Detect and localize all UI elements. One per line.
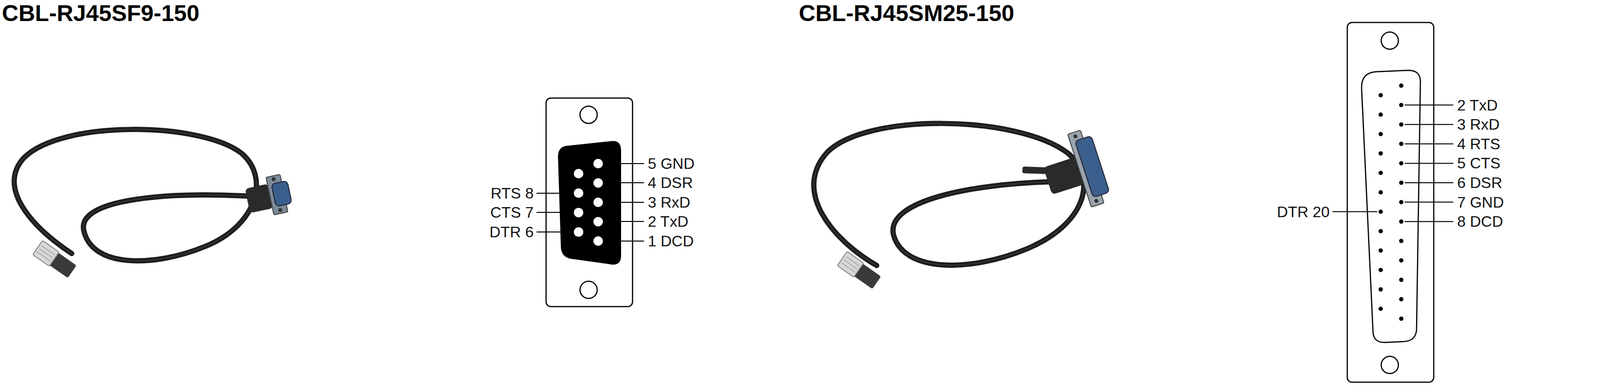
screw-hole (579, 106, 598, 124)
socket-pin (593, 236, 603, 246)
male-pin (1378, 190, 1384, 195)
leader-line (1404, 182, 1454, 183)
leader-line (1404, 220, 1454, 222)
pin-label: 4 RTS (1457, 136, 1501, 152)
rj45-plug (837, 251, 882, 290)
male-pin (1399, 199, 1404, 205)
leader-line (603, 182, 645, 183)
connector-shell (558, 140, 622, 265)
rj45-plug (32, 240, 78, 279)
leader-line (536, 231, 573, 233)
leader-line (1332, 211, 1378, 213)
male-pin (1378, 131, 1384, 137)
leader-line (603, 220, 645, 222)
socket-pin (573, 168, 584, 179)
pin-label: 8 DCD (1457, 213, 1504, 229)
pin-label: CTS 7 (490, 204, 534, 220)
male-pin (1378, 112, 1384, 117)
pin-label: DTR 20 (1277, 204, 1330, 220)
pin-label: 3 RxD (1457, 116, 1500, 132)
male-pin (1399, 161, 1404, 166)
screw-hole (1381, 355, 1399, 374)
male-pin (1399, 219, 1404, 224)
pin-label: 1 DCD (647, 233, 694, 249)
db9-connector (243, 172, 294, 220)
male-pin (1399, 180, 1404, 185)
male-pin (1399, 102, 1404, 108)
male-pin (1378, 93, 1384, 98)
male-pin (1399, 296, 1404, 301)
connector-shell (1361, 70, 1421, 343)
cable-highlight (14, 129, 257, 261)
pin-label: 5 GND (647, 155, 695, 172)
male-pin (1399, 316, 1404, 321)
leader-line (1404, 143, 1454, 145)
screw-hole (579, 280, 598, 299)
male-pin (1399, 122, 1404, 127)
socket-pin (573, 188, 584, 198)
pin-label: 6 DSR (1457, 174, 1503, 191)
leader-line (603, 240, 645, 242)
leader-line (603, 201, 645, 203)
cable (813, 123, 1084, 266)
product-title: CBL-RJ45SM25-150 (798, 1, 1015, 25)
male-pin (1378, 247, 1384, 253)
male-pin (1399, 238, 1404, 243)
socket-pin (593, 178, 603, 188)
pin-label: 5 CTS (1457, 155, 1501, 171)
socket-pin (593, 158, 603, 169)
socket-pin (573, 226, 584, 237)
male-pin (1399, 277, 1404, 282)
leader-line (1404, 162, 1454, 164)
male-pin (1378, 170, 1384, 175)
cable (14, 129, 257, 261)
leader-line (1404, 104, 1454, 106)
leader-line (1404, 201, 1454, 203)
db25-connector (1015, 127, 1113, 225)
male-pin (1378, 267, 1384, 272)
pin-label: 2 TxD (1457, 97, 1498, 113)
socket-pin (593, 197, 603, 207)
leader-line (603, 162, 645, 164)
pin-label: 7 GND (1457, 194, 1504, 210)
cable-photo (813, 123, 1113, 290)
leader-line (536, 211, 573, 213)
pin-label: RTS 8 (490, 185, 534, 201)
male-pin (1399, 257, 1404, 263)
leader-line (536, 192, 573, 194)
male-pin (1399, 141, 1404, 146)
pin-label: DTR 6 (489, 224, 534, 240)
male-pin (1399, 83, 1404, 88)
pin-label: 3 RxD (647, 194, 691, 210)
male-pin (1378, 287, 1384, 292)
product-title: CBL-RJ45SF9-150 (1, 1, 200, 25)
male-pin (1378, 228, 1384, 234)
socket-pin (593, 216, 603, 227)
pin-label: 4 DSR (647, 174, 693, 191)
male-pin (1378, 306, 1384, 311)
screw-hole (1381, 32, 1399, 50)
leader-line (1404, 123, 1454, 125)
cable-highlight (813, 123, 1084, 266)
male-pin (1378, 150, 1384, 156)
socket-pin (573, 207, 584, 217)
pin-label: 2 TxD (647, 213, 689, 229)
male-pin (1378, 209, 1384, 214)
cable-photo (14, 129, 294, 279)
